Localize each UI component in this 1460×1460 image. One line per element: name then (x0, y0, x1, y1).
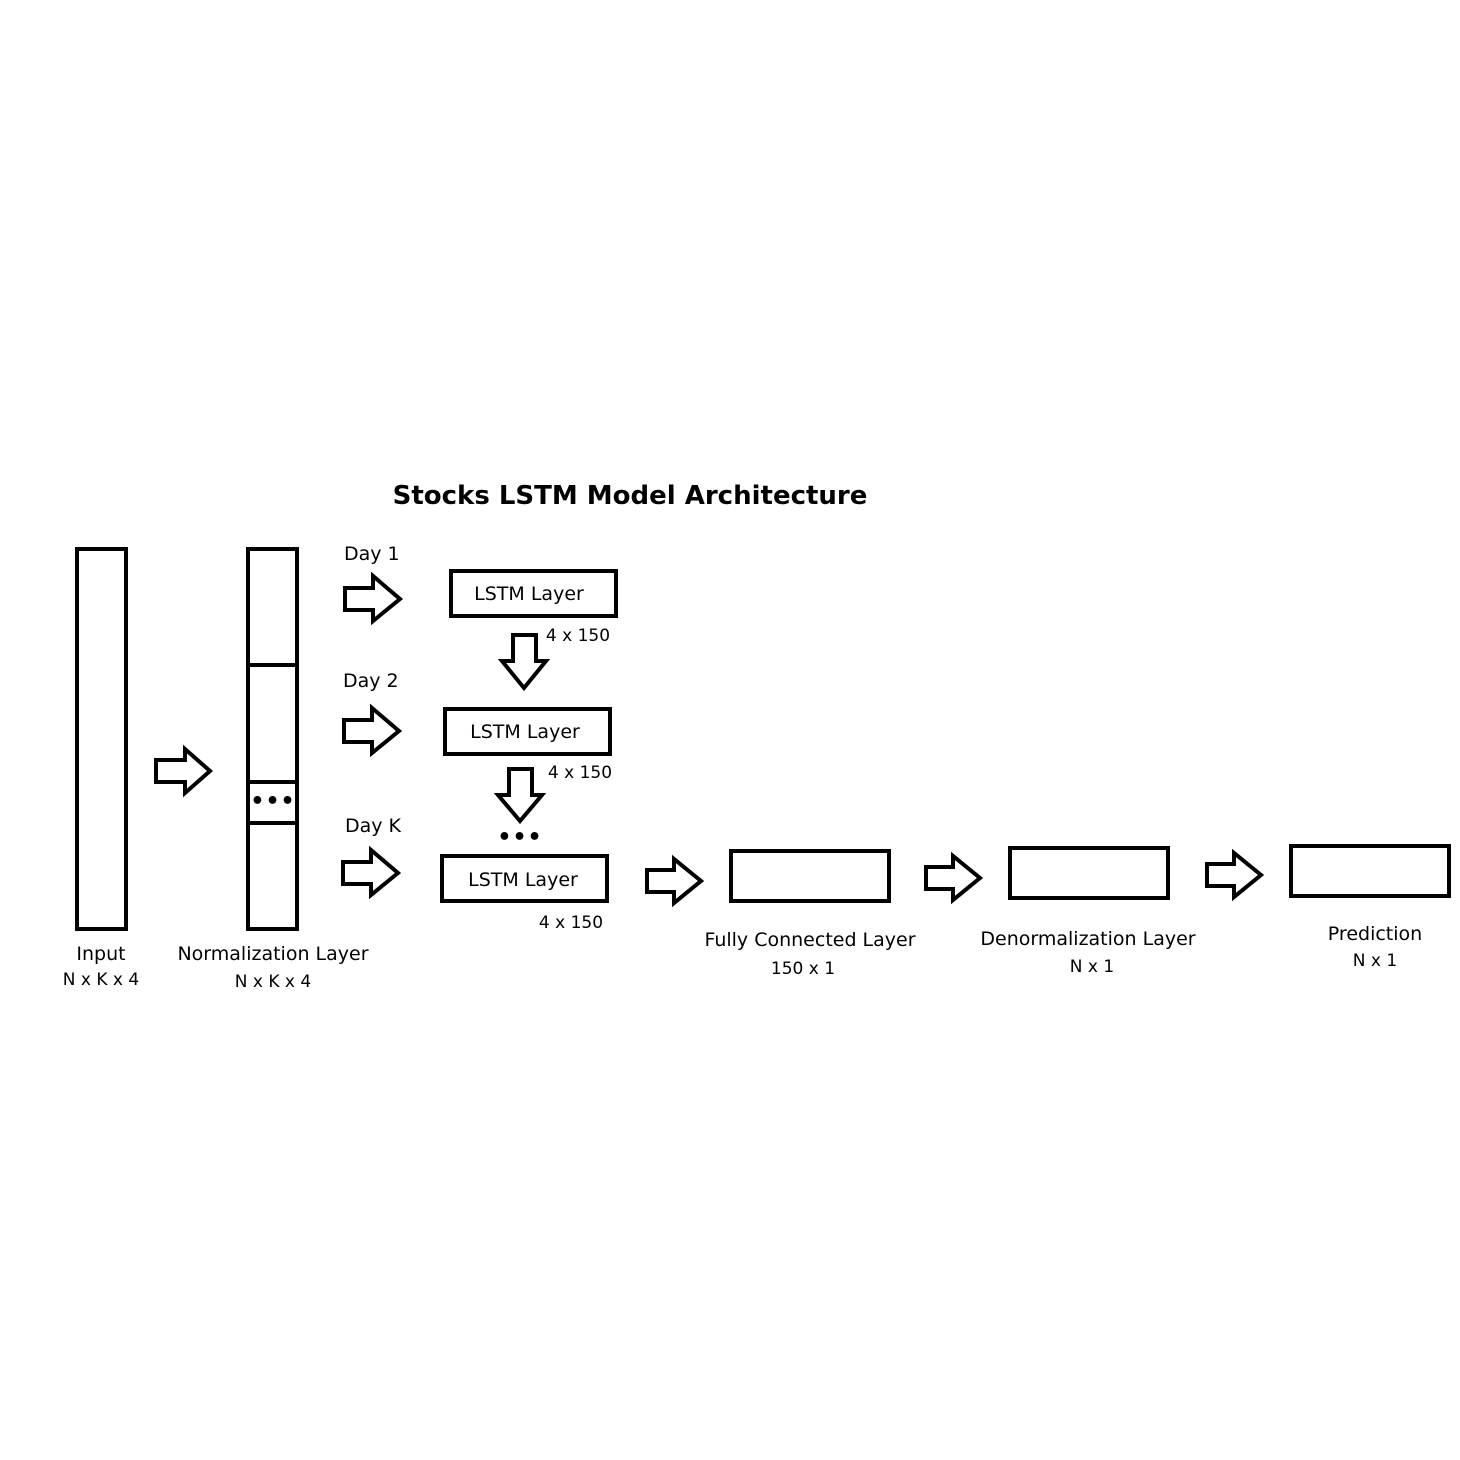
input-block (75, 547, 128, 931)
denormalization-label: Denormalization Layer (980, 928, 1195, 950)
lstm-layer-1-dims: 4 x 150 (546, 626, 610, 646)
denormalization-block (1008, 846, 1170, 900)
normalization-dims: N x K x 4 (235, 972, 311, 992)
diagram-title: Stocks LSTM Model Architecture (393, 481, 868, 511)
lstm-layer-k-dims: 4 x 150 (539, 913, 603, 933)
fully-connected-label: Fully Connected Layer (704, 929, 915, 951)
lstm-layer-2-dims: 4 x 150 (548, 763, 612, 783)
day-1-label: Day 1 (344, 543, 400, 565)
lstm-layer-k-label: LSTM Layer (468, 869, 578, 891)
input-dims: N x K x 4 (63, 970, 139, 990)
denormalization-dims: N x 1 (1070, 957, 1114, 977)
lstm-ellipsis: ••• (497, 825, 542, 850)
prediction-dims: N x 1 (1353, 951, 1397, 971)
fully-connected-dims: 150 x 1 (771, 959, 835, 979)
normalization-block (246, 547, 299, 931)
arrow-right-icon (924, 851, 984, 905)
normalization-label: Normalization Layer (177, 943, 368, 965)
arrow-right-icon (342, 703, 403, 758)
fully-connected-block (729, 849, 891, 903)
prediction-block (1289, 844, 1451, 898)
lstm-layer-2 (443, 707, 612, 756)
arrow-right-icon (343, 571, 404, 626)
arrow-down-icon (493, 767, 547, 825)
lstm-layer-1-label: LSTM Layer (474, 583, 584, 605)
lstm-layer-1 (449, 569, 618, 618)
arrow-right-icon (341, 845, 402, 900)
input-label: Input (76, 943, 125, 965)
day-k-label: Day K (345, 815, 402, 837)
lstm-layer-k (440, 854, 609, 903)
arrow-right-icon (1205, 848, 1265, 902)
normalization-ellipsis: ••• (250, 789, 295, 814)
arrow-right-icon (645, 854, 705, 908)
day-2-label: Day 2 (343, 670, 399, 692)
prediction-label: Prediction (1328, 923, 1422, 945)
lstm-layer-2-label: LSTM Layer (470, 721, 580, 743)
arrow-down-icon (497, 633, 551, 692)
arrow-right-icon (154, 744, 214, 798)
